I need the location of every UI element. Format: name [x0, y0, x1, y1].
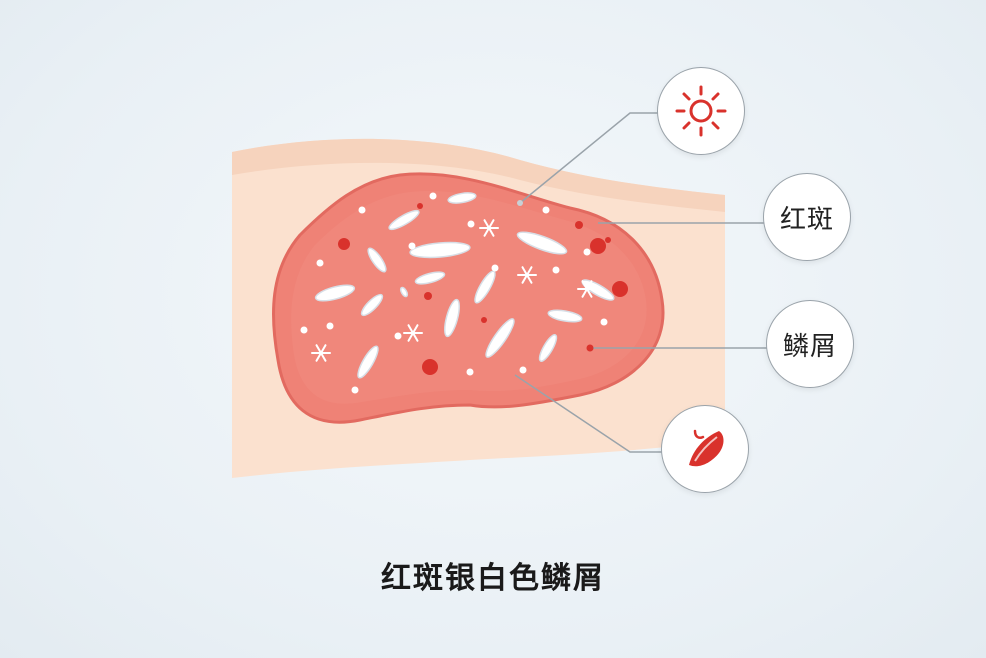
scale-dot [519, 366, 527, 374]
sparkle-mark [403, 324, 423, 342]
red-spot [481, 317, 487, 323]
caption-title: 红斑银白色鳞屑 [381, 561, 605, 596]
red-spots [338, 203, 628, 375]
scale-label: 鳞屑 [782, 331, 837, 362]
red-spot [338, 238, 350, 250]
sparkle-marks [311, 219, 597, 362]
scale-dot [491, 264, 499, 272]
callout-scale: 鳞屑 [766, 300, 854, 388]
scale-flake [547, 309, 583, 323]
scale-dot [351, 386, 359, 394]
red-spot [422, 359, 438, 375]
scale-flake [409, 241, 471, 259]
red-spot [424, 292, 432, 300]
scale-flake [414, 271, 446, 285]
sparkle-mark [311, 344, 331, 362]
scale-flake [516, 231, 568, 255]
scale-dot [542, 206, 550, 214]
scale-dot [394, 332, 402, 340]
scale-dot [326, 322, 334, 330]
red-spot [417, 203, 423, 209]
scale-flake [538, 334, 558, 362]
skin-flake-icon [689, 429, 724, 467]
scale-flake [314, 284, 356, 302]
scale-flake [360, 293, 384, 317]
callout-erythema: 红斑 [763, 173, 851, 261]
scale-flake [357, 345, 379, 379]
scale-dot [316, 259, 324, 267]
scale-dot [552, 266, 560, 274]
scale-flake [444, 298, 460, 338]
scale-flake [485, 318, 515, 358]
scale-dot [300, 326, 308, 334]
leader-line-sun [519, 112, 660, 204]
sparkle-mark [479, 219, 499, 237]
scale-dot [600, 318, 608, 326]
scale-flake [447, 192, 477, 204]
scale-flakes [314, 192, 615, 379]
scale-flake [388, 209, 420, 231]
scale-flake [367, 247, 387, 273]
scale-flake [474, 270, 496, 304]
erythema-label: 红斑 [779, 204, 834, 235]
scale-dot [466, 368, 474, 376]
red-spot [590, 238, 606, 254]
red-spot [612, 281, 628, 297]
red-spot [605, 237, 611, 243]
scale-dot [408, 242, 416, 250]
callout-flake [661, 405, 749, 493]
scale-dot [467, 220, 475, 228]
scale-dot [583, 248, 591, 256]
scale-flake [399, 286, 409, 298]
scale-dot [429, 192, 437, 200]
skin-upper-band [232, 138, 725, 212]
sparkle-mark [517, 266, 537, 284]
callout-sun [657, 67, 745, 155]
leader-line-flake [514, 374, 665, 453]
sparkle-mark [577, 280, 597, 298]
red-spot [575, 221, 583, 229]
scale-dot [358, 206, 366, 214]
scale-dots [300, 192, 608, 394]
sun-icon [675, 85, 727, 137]
